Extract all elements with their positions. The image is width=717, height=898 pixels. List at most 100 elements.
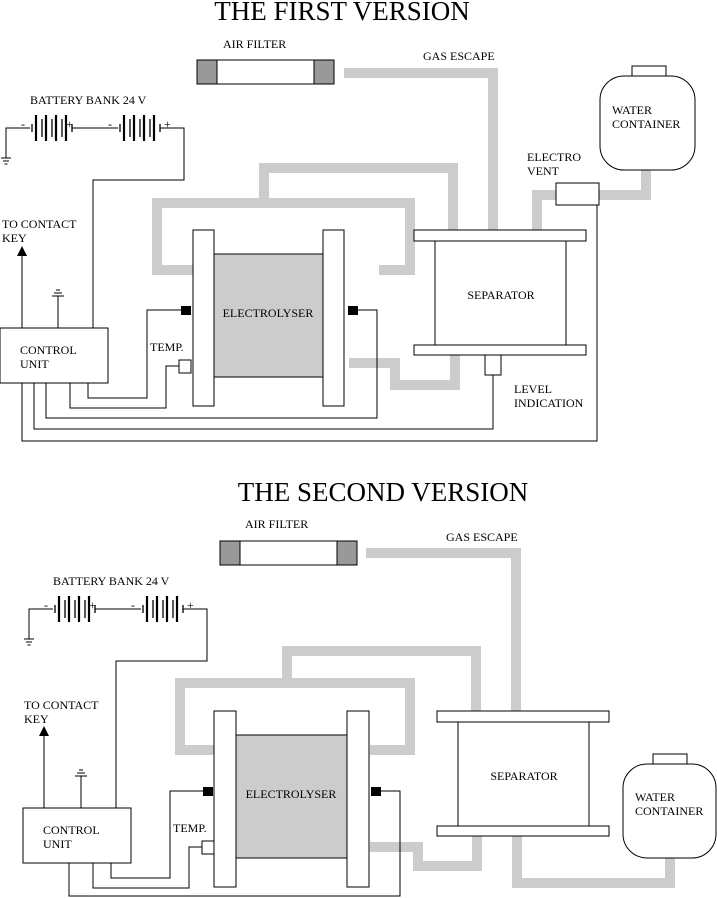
gas-escape-label: GAS ESCAPE [446,530,518,544]
battery-bank: BATTERY BANK 24 V - + - + [23,574,208,808]
level-indication-label-line1: LEVEL [514,382,552,396]
second-version-title: THE SECOND VERSION [238,477,529,507]
electrode-terminal-left [181,306,191,315]
battery-cells-right [118,113,162,143]
separator-body [434,240,567,346]
top-loop-pipe [282,646,481,712]
control-unit [22,807,132,864]
electrolyser-label: ELECTROLYSER [246,787,337,801]
battery-supply-wire [115,608,208,808]
separator-bottom-flange [436,825,610,837]
temp-label: TEMP. [173,821,207,835]
contact-key: TO CONTACT KEY [2,217,77,328]
battery-bank-label: BATTERY BANK 24 V [53,574,170,588]
control-unit-label-line2: UNIT [43,837,72,851]
water-container-label-line1: WATER [612,103,652,117]
electrode-left-wire [87,309,181,399]
contact-key-label-line2: KEY [2,231,27,245]
arrow-up-icon [39,726,49,736]
level-sensor [484,354,502,376]
ground-icon [0,149,12,165]
gas-escape-label: GAS ESCAPE [423,49,495,63]
separator: SEPARATOR LEVEL INDICATION [413,229,587,410]
water-container-cap [631,65,667,77]
separator-bottom-flange [413,344,587,356]
electrode-left-wire [110,790,203,879]
contact-key-label-line1: TO CONTACT [24,698,99,712]
water-container-cap [652,753,688,765]
battery-minus-left: - [44,598,48,612]
first-version-title: THE FIRST VERSION [214,0,470,26]
air-filter-label: AIR FILTER [245,517,308,531]
air-filter-end-left [196,59,218,85]
pipes-v2 [175,548,675,888]
water-container-body [622,763,717,859]
battery-plus-right: + [164,117,171,131]
air-filter-label: AIR FILTER [223,37,286,51]
water-container: WATER CONTAINER [599,65,696,171]
battery-ground-wire [5,127,30,140]
second-version: THE SECOND VERSION AIR FILTER GAS ESCAPE… [22,477,717,897]
outer-loop-pipe [152,198,415,275]
air-filter-body [219,540,358,566]
first-version: THE FIRST VERSION AIR FILTER GAS ESCAPE … [0,0,696,442]
water-container-body [599,75,696,171]
battery-minus-right: - [131,598,135,612]
battery-plus-right: + [187,598,194,612]
level-sensor-wire [33,375,494,430]
temp-sensor-wire [92,846,202,889]
ground-icon [51,289,65,303]
ground-icon [23,630,35,646]
gas-escape-pipe [366,548,521,712]
electrolyser-end-plate-right [346,710,370,888]
air-filter-end-right [336,540,358,566]
control-unit [0,327,109,384]
electro-vent-label-line2: VENT [527,164,560,178]
electrode-terminal-right [371,787,381,796]
control-unit-label-line1: CONTROL [20,343,77,357]
air-filter-end-left [219,540,241,566]
electrode-right-wire [45,309,378,419]
water-container-label-line1: WATER [635,790,675,804]
air-filter [219,540,358,566]
control-unit-label-line2: UNIT [20,357,49,371]
battery-minus-left: - [21,117,25,131]
level-indication-label-line2: INDICATION [514,396,584,410]
electro-vent [555,182,600,206]
electrolyser-body [213,253,324,378]
battery-ground-wire [28,608,53,621]
return-pipe [370,836,482,871]
top-loop-pipe [259,163,458,230]
battery-cells-right [141,594,185,624]
separator-label: SEPARATOR [467,288,534,302]
battery-plus-left: + [89,598,96,612]
water-container: WATER CONTAINER [622,753,717,859]
wiring-v2 [68,790,401,897]
water-container-label-line2: CONTAINER [635,804,703,818]
electrolyser-end-plate-right [322,229,345,407]
control-unit-label-line1: CONTROL [43,823,100,837]
water-feed-pipe [599,170,651,200]
outer-loop-pipe [175,678,415,755]
separator: SEPARATOR [436,710,610,837]
temp-sensor-wire [69,365,179,409]
vent-pipe [532,190,556,230]
electrolyser-label: ELECTROLYSER [223,306,314,320]
arrow-up-icon [17,246,27,256]
electrode-right-wire [68,790,401,897]
contact-key: TO CONTACT KEY [24,698,99,808]
battery-bank-label: BATTERY BANK 24 V [30,93,147,107]
water-container-label-line2: CONTAINER [612,117,680,131]
temperature-sensor [201,840,215,855]
battery-minus-right: - [108,117,112,131]
ground-icon [74,769,88,783]
pipes-v1 [152,68,651,390]
separator-top-flange [436,710,610,723]
electro-vent-wire [21,205,598,442]
contact-key-label-line2: KEY [24,712,49,726]
electrolyser-body [235,734,348,859]
temp-label: TEMP. [150,340,184,354]
electro-vent-label-line1: ELECTRO [527,150,581,164]
separator-top-flange [413,229,587,242]
